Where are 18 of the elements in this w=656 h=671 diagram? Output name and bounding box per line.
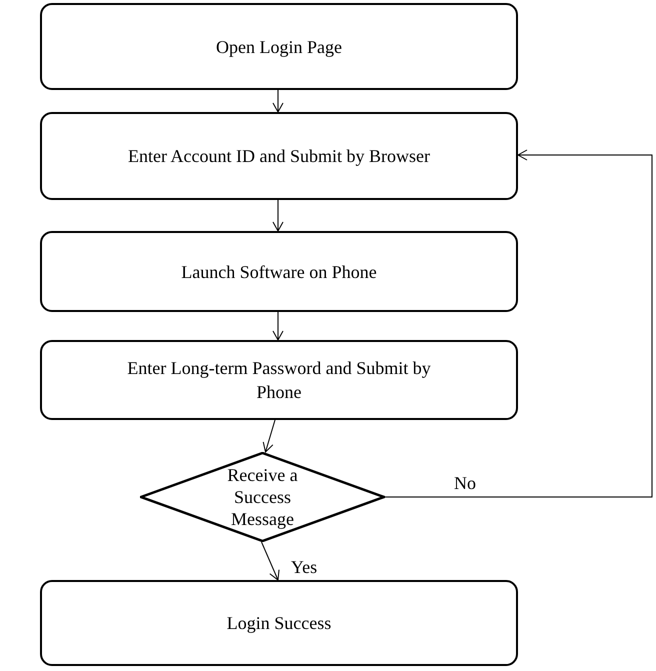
arrow xyxy=(262,420,276,452)
node-label: Receive a Success Message xyxy=(226,464,299,530)
arrow xyxy=(261,542,280,580)
arrow xyxy=(272,90,284,112)
arrow xyxy=(272,312,284,340)
process-box xyxy=(40,3,518,90)
process-box xyxy=(40,580,518,666)
process-box xyxy=(40,112,518,200)
node-label: Login Success xyxy=(226,612,332,635)
process-box xyxy=(40,340,518,420)
arrow xyxy=(272,200,284,232)
process-box xyxy=(40,231,518,312)
node-label: Enter Account ID and Submit by Browser xyxy=(128,145,430,168)
node-label: Open Login Page xyxy=(216,36,342,58)
arrow xyxy=(384,150,652,498)
node-label: Launch Software on Phone xyxy=(181,260,377,284)
decision-diamond xyxy=(140,452,385,542)
node-label: Enter Long-term Password and Submit by Phone xyxy=(126,357,432,404)
